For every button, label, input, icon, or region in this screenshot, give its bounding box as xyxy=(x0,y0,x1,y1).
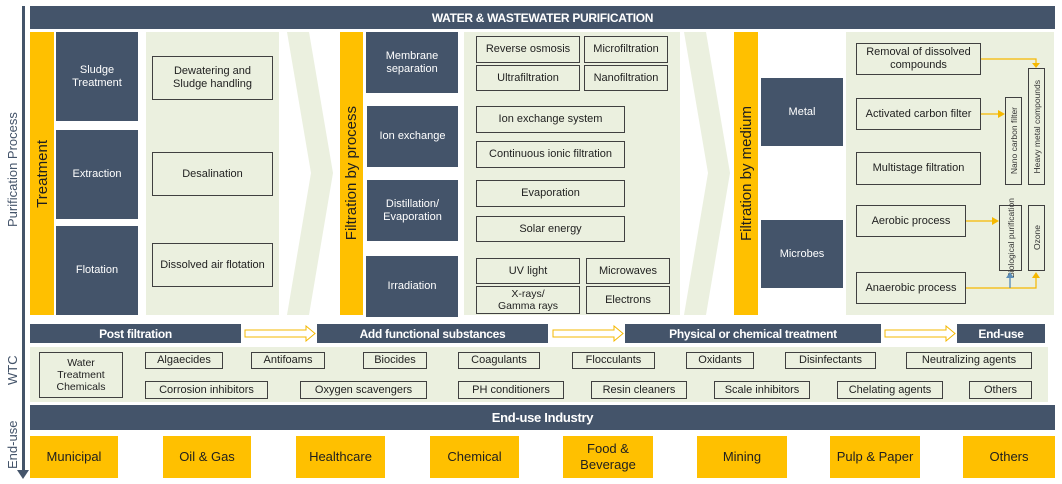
method-uv-light: UV light xyxy=(476,258,580,284)
method-electrons: Electrons xyxy=(586,286,670,314)
method-reverse-osmosis: Reverse osmosis xyxy=(476,36,580,63)
chemical-antifoams: Antifoams xyxy=(251,352,325,369)
stage-end-use: End-use xyxy=(957,324,1045,343)
method-microwaves: Microwaves xyxy=(586,258,670,284)
stage-physical-chemical: Physical or chemical treatment xyxy=(625,324,881,343)
chemical-ph-conditioners: PH conditioners xyxy=(458,381,564,399)
method-aerobic: Aerobic process xyxy=(856,205,966,237)
method-dewatering: Dewatering and Sludge handling xyxy=(152,56,273,100)
category-flotation: Flotation xyxy=(56,226,138,315)
side-label-wtc: WTC xyxy=(5,355,20,385)
method-anaerobic: Anaerobic process xyxy=(856,272,966,304)
chemical-resin-cleaners: Resin cleaners xyxy=(591,381,687,399)
chevron-arrow-icon xyxy=(684,32,730,315)
arrowhead-icon xyxy=(1006,272,1014,278)
category-membrane-separation: Membrane separation xyxy=(366,32,458,93)
method-activated-carbon: Activated carbon filter xyxy=(856,98,981,130)
filtration-process-label: Filtration by process xyxy=(343,106,360,241)
arrowhead-icon xyxy=(992,217,999,225)
outcome-nano-carbon: Nano carbon filter xyxy=(1005,97,1022,185)
enduse-mining: Mining xyxy=(697,436,787,478)
chemical-others: Others xyxy=(969,381,1032,399)
treatment-bar: Treatment xyxy=(30,32,54,315)
chemical-coagulants: Coagulants xyxy=(458,352,540,369)
chemical-biocides: Biocides xyxy=(363,352,427,369)
chemical-oxygen-scavengers: Oxygen scavengers xyxy=(300,381,427,399)
left-axis-arrowhead-icon xyxy=(17,470,29,479)
chevron-arrow-icon xyxy=(287,32,333,315)
enduse-oil-gas: Oil & Gas xyxy=(163,436,251,478)
method-continuous-ionic-filtration: Continuous ionic filtration xyxy=(476,141,625,168)
category-sludge-treatment: Sludge Treatment xyxy=(56,32,138,121)
arrowhead-icon xyxy=(1032,63,1040,68)
category-distillation: Distillation/ Evaporation xyxy=(367,180,458,241)
category-microbes: Microbes xyxy=(761,220,843,288)
enduse-food-beverage: Food & Beverage xyxy=(563,436,653,478)
chemical-neutralizing: Neutralizing agents xyxy=(906,352,1032,369)
enduse-healthcare: Healthcare xyxy=(296,436,385,478)
method-microfiltration: Microfiltration xyxy=(584,36,668,63)
chemical-corrosion-inhibitors: Corrosion inhibitors xyxy=(145,381,268,399)
connector-removal-to-heavy-metal xyxy=(981,58,1037,65)
connector-anaerobic-to-ozone xyxy=(966,277,1037,289)
stage-arrow-icon xyxy=(552,325,624,342)
chemical-flocculants: Flocculants xyxy=(572,352,655,369)
outcome-ozone: Ozone xyxy=(1028,205,1045,271)
method-removal-dissolved: Removal of dissolved compounds xyxy=(856,43,981,75)
outcome-biological: Biological purification xyxy=(999,198,1022,278)
method-xrays-gamma: X-rays/ Gamma rays xyxy=(476,286,580,314)
category-metal: Metal xyxy=(761,78,843,146)
filtration-process-bar: Filtration by process xyxy=(340,32,363,315)
method-desalination: Desalination xyxy=(152,152,273,196)
enduse-chemical: Chemical xyxy=(430,436,519,478)
enduse-title: End-use Industry xyxy=(30,405,1055,430)
chemical-oxidants: Oxidants xyxy=(686,352,754,369)
stage-post-filtration: Post filtration xyxy=(30,324,241,343)
arrowhead-icon xyxy=(998,110,1005,118)
stage-arrow-icon xyxy=(244,325,316,342)
category-irradiation: Irradiation xyxy=(366,256,458,317)
method-evaporation: Evaporation xyxy=(476,180,625,207)
method-solar-energy: Solar energy xyxy=(476,216,625,242)
method-multistage: Multistage filtration xyxy=(856,152,981,185)
method-nanofiltration: Nanofiltration xyxy=(584,65,668,91)
stage-arrow-icon xyxy=(884,325,956,342)
enduse-pulp-paper: Pulp & Paper xyxy=(830,436,920,478)
treatment-label: Treatment xyxy=(33,139,51,208)
filtration-medium-bar: Filtration by medium xyxy=(734,32,758,315)
side-label-enduse: End-use xyxy=(5,420,20,470)
chemical-disinfectants: Disinfectants xyxy=(785,352,876,369)
side-label-purification: Purification Process xyxy=(5,112,20,228)
chemical-algaecides: Algaecides xyxy=(145,352,223,369)
filtration-medium-label: Filtration by medium xyxy=(737,105,755,242)
enduse-others: Others xyxy=(963,436,1055,478)
method-ion-exchange-system: Ion exchange system xyxy=(476,106,625,133)
left-axis-line xyxy=(22,6,25,472)
enduse-municipal: Municipal xyxy=(30,436,118,478)
category-ion-exchange: Ion exchange xyxy=(367,106,458,167)
category-extraction: Extraction xyxy=(56,130,138,219)
method-ultrafiltration: Ultrafiltration xyxy=(476,65,580,91)
method-dissolved-air-flotation: Dissolved air flotation xyxy=(152,243,273,287)
chemical-chelating-agents: Chelating agents xyxy=(837,381,943,399)
arrowhead-icon xyxy=(1032,272,1040,278)
outcome-heavy-metal: Heavy metal compounds xyxy=(1028,68,1045,185)
page-title: WATER & WASTEWATER PURIFICATION xyxy=(30,6,1055,29)
chemical-scale-inhibitors: Scale inhibitors xyxy=(714,381,810,399)
flow-connectors xyxy=(966,58,1040,289)
stage-add-functional: Add functional substances xyxy=(317,324,548,343)
wtc-label: Water Treatment Chemicals xyxy=(39,352,123,398)
